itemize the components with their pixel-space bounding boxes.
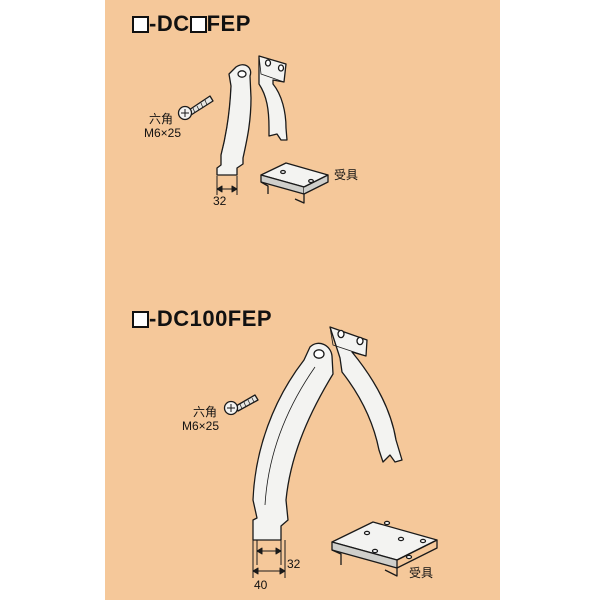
clamp1-right-arm [258,55,288,141]
diagram2-title-suffix: -DC100FEP [149,306,273,331]
clamp1-left-arm [216,64,252,176]
diagram1-title-box1 [132,16,149,33]
diagram1-dim-width: 32 [213,194,227,208]
receiver2 [331,520,438,577]
receiver1 [260,162,329,204]
diagram1-title: -DC FEP [132,11,251,37]
dimension1-32 [216,176,238,195]
diagram1-title-prefix: -DC [149,11,190,36]
bolt1 [177,95,214,121]
dimension2-32 [256,540,282,565]
dimension2-40 [252,540,286,578]
diagram2-title-box [132,311,149,328]
diagram2-bolt-label-2: M6×25 [182,419,220,433]
panel-background [105,0,500,600]
diagram1-bolt-label-2: M6×25 [144,126,182,140]
diagram2-dim-inner: 32 [287,557,301,571]
diagram2-dim-outer: 40 [254,578,268,592]
diagram2-bolt-label-1: 六角 [193,405,218,419]
diagram1-title-box2 [189,16,207,33]
bolt2 [223,394,259,416]
clamp2-left-arm [252,342,334,541]
diagram1-title-suffix: FEP [206,11,251,36]
clamp2-right-arm [329,326,403,463]
parts-drawing [105,0,500,600]
diagram-panel: -DC FEP 六角 M6×25 32 受具 -DC100FEP 六角 M6×25… [105,0,500,600]
diagram2-receiver-label: 受具 [409,566,434,580]
diagram1-bolt-label-1: 六角 [149,112,174,126]
diagram2-title: -DC100FEP [132,306,272,332]
diagram1-receiver-label: 受具 [334,168,359,182]
